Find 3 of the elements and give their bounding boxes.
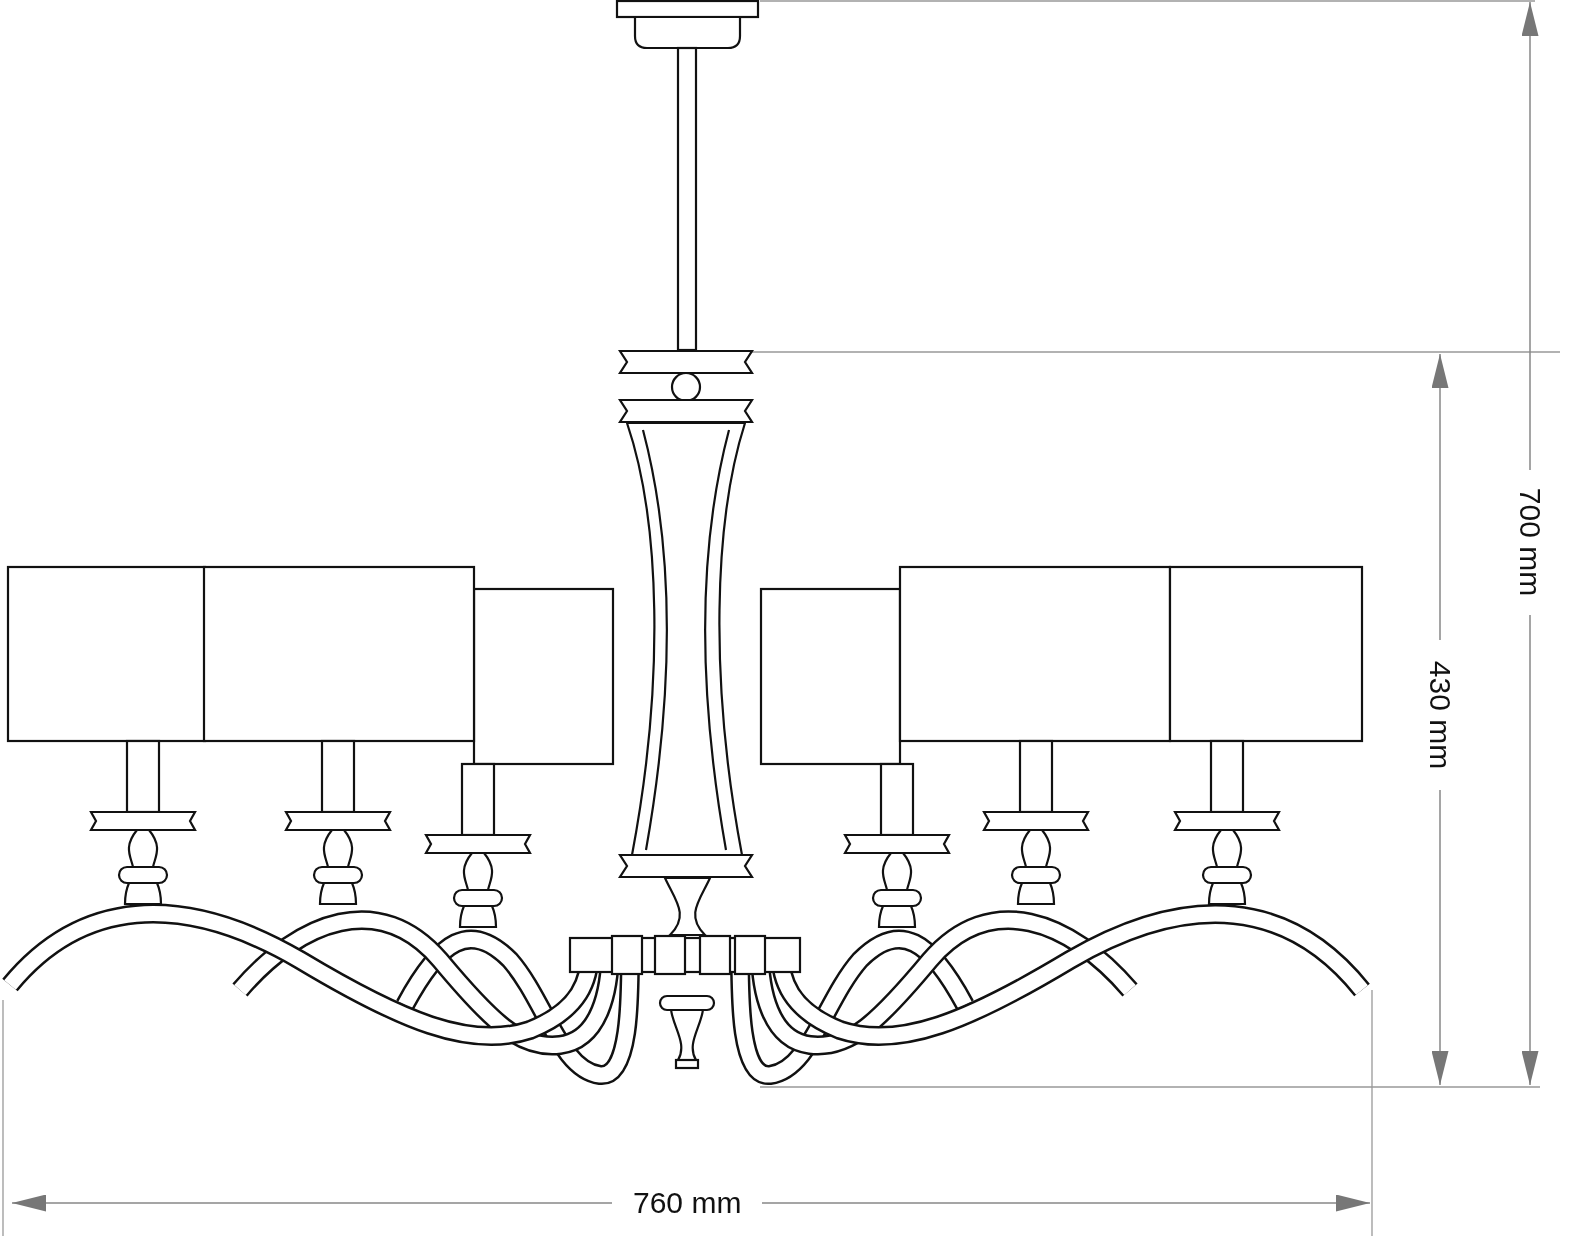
dimension-label: 700 mm [1515,487,1546,597]
dimension-label: 760 mm [633,1188,742,1218]
dimension-label: 430 mm [1425,660,1456,770]
